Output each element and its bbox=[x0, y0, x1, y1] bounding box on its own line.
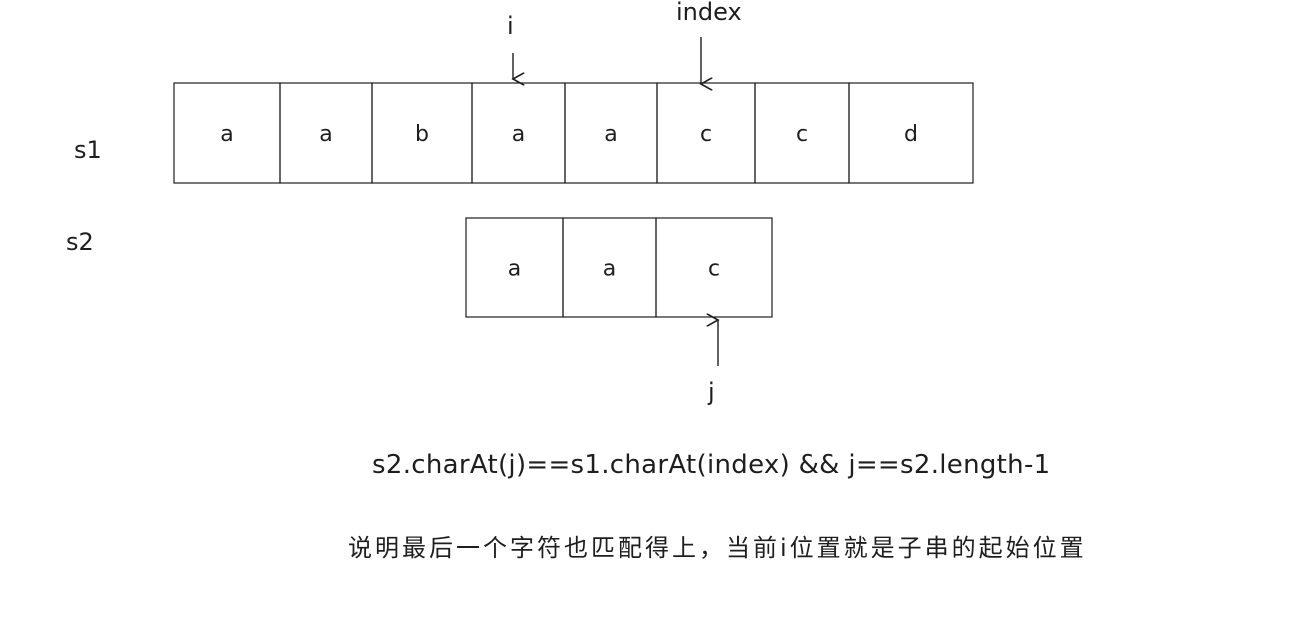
s1-cell-value-2: b bbox=[415, 122, 429, 147]
s1-cell-value-7: d bbox=[904, 122, 918, 147]
s1-cell-value-1: a bbox=[319, 122, 332, 147]
s1-cell-value-3: a bbox=[512, 122, 525, 147]
s2-row-label: s2 bbox=[66, 228, 94, 256]
pointer-index-label: index bbox=[676, 0, 742, 26]
s1-row-label: s1 bbox=[74, 136, 102, 164]
pointer-j: j bbox=[707, 320, 718, 406]
s1-cell-7 bbox=[848, 82, 974, 184]
s2-cell-value-2: c bbox=[708, 257, 720, 282]
pointer-index: index bbox=[676, 0, 742, 84]
match-condition-formula: s2.charAt(j)==s1.charAt(index) && j==s2.… bbox=[372, 450, 1051, 480]
pointer-j-label: j bbox=[707, 378, 715, 406]
s1-cell-value-6: c bbox=[796, 122, 808, 147]
s1-cell-value-0: a bbox=[220, 122, 233, 147]
s1-cell-value-5: c bbox=[700, 122, 712, 147]
s2-cell-value-1: a bbox=[603, 257, 616, 282]
explanation-note: 说明最后一个字符也匹配得上，当前i位置就是子串的起始位置 bbox=[348, 534, 1087, 562]
pointer-i: i bbox=[507, 12, 514, 79]
s2-cell-value-0: a bbox=[508, 257, 521, 282]
pointer-i-label: i bbox=[507, 12, 514, 40]
s1-cell-value-4: a bbox=[604, 122, 617, 147]
